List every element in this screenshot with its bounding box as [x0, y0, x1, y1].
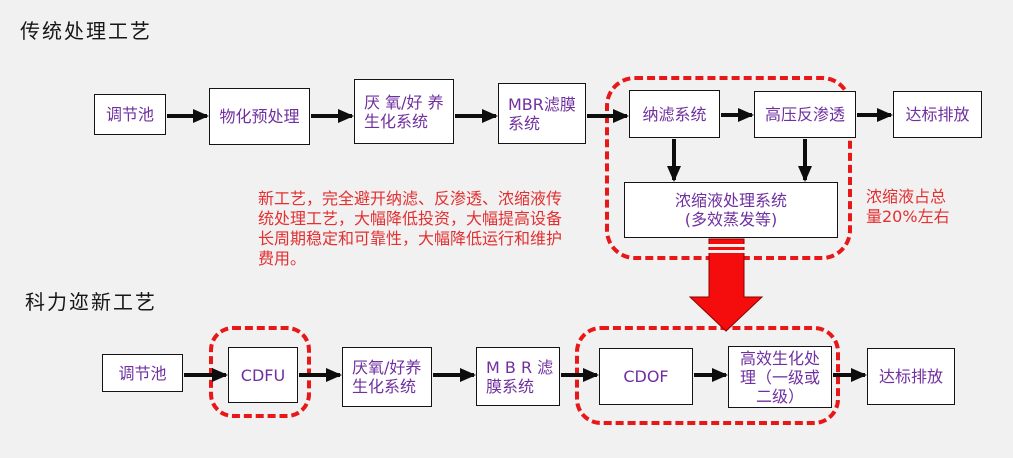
note-line: 浓缩液占总 — [866, 187, 947, 206]
box-label: 厌氧/好养 — [352, 358, 422, 377]
box-label: 纳滤系统 — [642, 104, 707, 124]
box-anaerobic-aerobic-traditional: 厌 氧/好 养 生化系统 — [354, 79, 454, 144]
box-discharge-new: 达标排放 — [867, 348, 955, 405]
note-line: 量20%左右 — [866, 207, 950, 226]
box-label: CDFU — [240, 365, 286, 385]
box-regulating-tank-new: 调节池 — [102, 354, 183, 392]
box-label: 生化系统 — [352, 377, 417, 396]
box-mbr-membrane-traditional: MBR滤膜 系统 — [498, 83, 586, 144]
box-label: 厌 氧/好 养 — [364, 92, 444, 112]
box-cdfu: CDFU — [228, 347, 298, 403]
box-label: CDOF — [623, 367, 669, 386]
box-label: 二级） — [755, 386, 804, 406]
concentrate-proportion-note: 浓缩液占总 量20%左右 — [866, 187, 976, 227]
note-line: 费用。 — [258, 249, 307, 268]
box-label: 膜系统 — [486, 376, 535, 396]
box-concentrate-treatment: 浓缩液处理系统 (多效蒸发等) — [624, 182, 838, 238]
box-label: (多效蒸发等) — [684, 210, 778, 229]
box-label: MBR滤膜 — [508, 94, 576, 114]
box-mbr-membrane-new: M B R 滤 膜系统 — [476, 347, 560, 406]
box-label: 系统 — [508, 113, 541, 133]
cdfu-highlight-region — [209, 326, 311, 418]
box-anaerobic-aerobic-new: 厌氧/好养 生化系统 — [342, 347, 432, 407]
box-label: 生化系统 — [364, 111, 429, 131]
box-high-pressure-ro: 高压反渗透 — [754, 91, 856, 138]
note-line: 长周期稳定和可靠性，大幅降低运行和维护 — [258, 229, 563, 248]
box-label: 高压反渗透 — [764, 105, 845, 124]
box-label: 物化预处理 — [219, 107, 300, 126]
new-process-advantages-note: 新工艺，完全避开纳滤、反渗透、浓缩液传 统处理工艺，大幅降低投资，大幅提高设备 … — [258, 189, 603, 269]
traditional-process-title: 传统处理工艺 — [20, 19, 152, 43]
box-nanofiltration: 纳滤系统 — [629, 90, 720, 138]
box-label: 达标排放 — [878, 367, 943, 386]
note-line: 统处理工艺，大幅降低投资，大幅提高设备 — [258, 209, 563, 228]
box-cdof: CDOF — [599, 348, 693, 405]
keliyi-process-title: 科力迩新工艺 — [25, 290, 157, 314]
box-regulating-tank-traditional: 调节池 — [94, 94, 166, 135]
note-line: 新工艺，完全避开纳滤、反渗透、浓缩液传 — [258, 189, 563, 208]
box-label: 高效生化处 — [739, 348, 820, 368]
box-label: 浓缩液处理系统 — [674, 191, 787, 210]
box-efficient-biochemical: 高效生化处 理（一级或 二级） — [728, 346, 832, 408]
box-label: 达标排放 — [905, 105, 970, 124]
box-label: 调节池 — [118, 363, 167, 383]
box-label: 调节池 — [105, 105, 154, 124]
box-label: 理（一级或 — [739, 367, 820, 387]
box-label: M B R 滤 — [486, 357, 554, 377]
box-discharge-traditional: 达标排放 — [893, 91, 982, 138]
box-physicochemical-pretreatment: 物化预处理 — [209, 88, 310, 145]
